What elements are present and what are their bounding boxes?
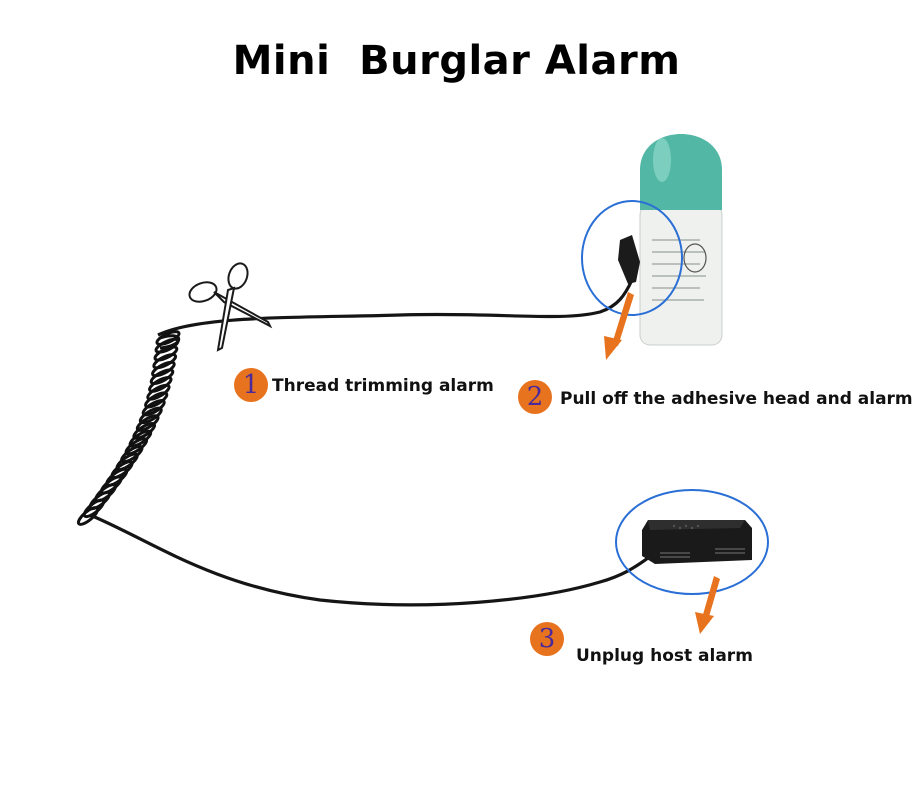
step-2-badge: 2 [518, 380, 552, 414]
arrow-down-icon [695, 576, 720, 634]
coil-loop [151, 360, 176, 378]
coil-loop [149, 368, 175, 385]
coil-loop [144, 391, 169, 409]
adhesive-head [618, 235, 640, 284]
step-3-label: Unplug host alarm [576, 646, 753, 666]
lower-cable [89, 513, 649, 607]
coil-loop [155, 330, 181, 346]
coil-loop [152, 353, 178, 370]
step-3-badge: 3 [530, 622, 564, 656]
highlight-circle-host [615, 489, 769, 595]
scissors-icon [188, 262, 273, 352]
coil-loop [148, 376, 173, 393]
host-unit [642, 520, 752, 564]
coil-loop [76, 506, 100, 526]
coil-loop [153, 345, 179, 362]
coil-loops [76, 330, 181, 526]
bottle [639, 134, 723, 346]
step-1-badge: 1 [234, 368, 268, 402]
coil-loop [146, 383, 171, 401]
coil-loop [154, 337, 180, 354]
arrow-down-icon [604, 292, 634, 360]
step-1-label: Thread trimming alarm [272, 376, 494, 396]
highlight-circle-sensor [581, 200, 683, 316]
step-2-label: Pull off the adhesive head and alarm [560, 389, 913, 409]
page-title: Mini Burglar Alarm [232, 38, 681, 84]
